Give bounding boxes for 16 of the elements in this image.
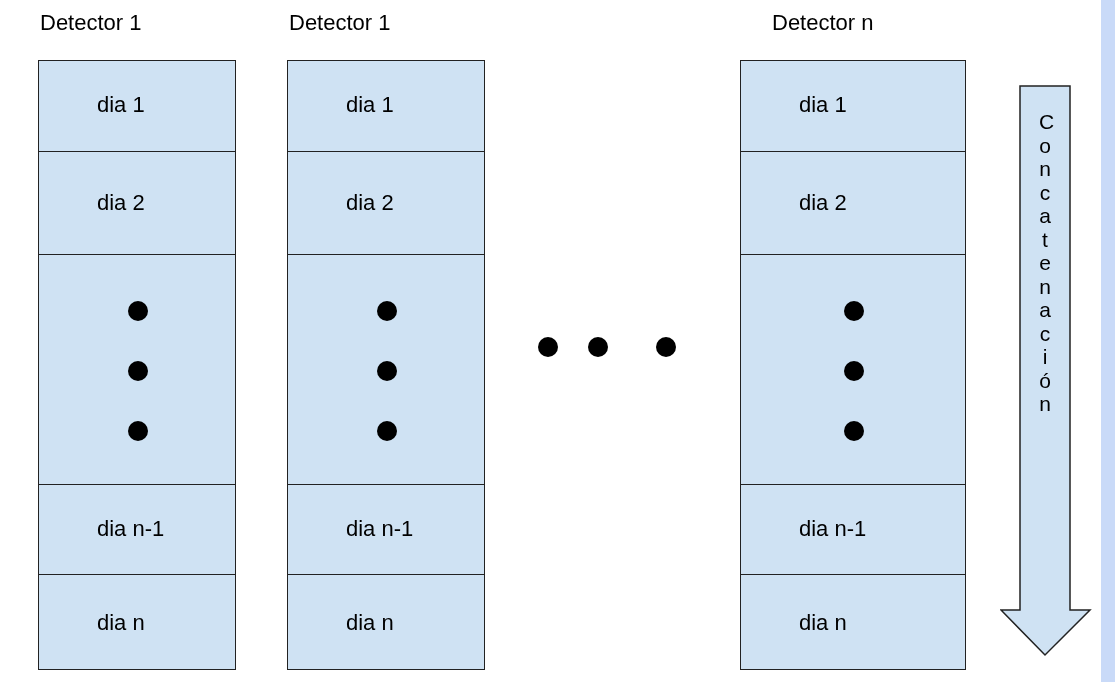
day-label: dia 1	[97, 92, 145, 118]
day-label: dia n-1	[799, 516, 867, 542]
day-label: dia 2	[799, 189, 847, 216]
day-label: dia n	[346, 609, 394, 636]
day-label: dia 1	[346, 92, 394, 118]
day-label: dia 2	[97, 189, 145, 216]
day-label: dia 1	[799, 92, 847, 118]
column-heading: Detector n	[772, 10, 874, 36]
vertical-label: Concatenación	[1039, 110, 1051, 416]
day-label: dia n	[799, 609, 847, 636]
column-heading: Detector 1	[289, 10, 391, 36]
day-label: dia 2	[346, 189, 394, 216]
day-label: dia n-1	[97, 516, 165, 542]
day-label: dia n	[97, 609, 145, 636]
day-label: dia n-1	[346, 516, 414, 542]
column-heading: Detector 1	[40, 10, 142, 36]
